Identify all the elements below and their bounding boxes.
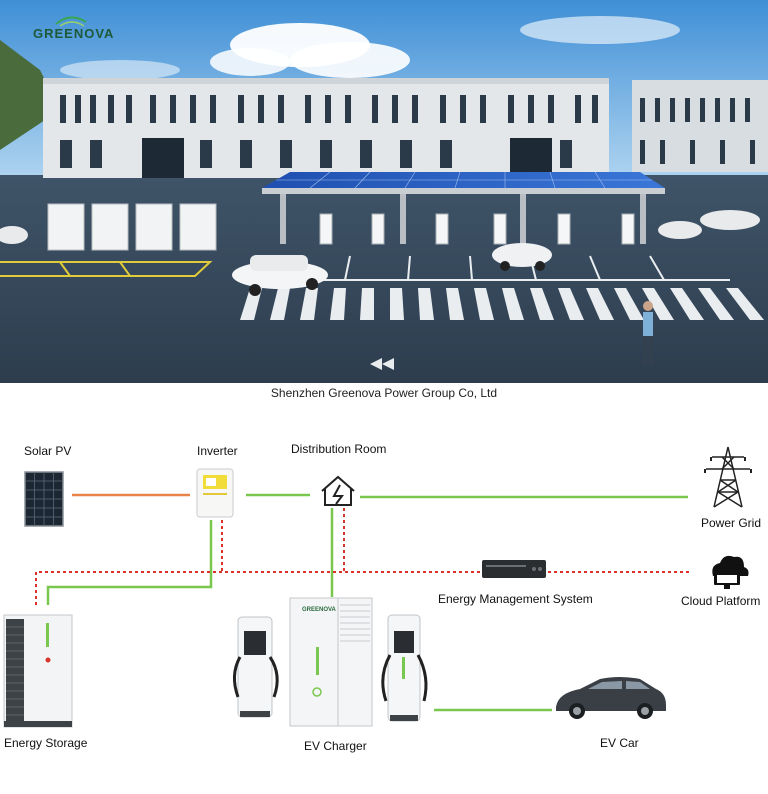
- solar-pv-icon: [24, 471, 64, 527]
- energy-system-diagram: Solar PV Inverter Distribution Room Powe…: [0, 405, 768, 794]
- energy-storage-label: Energy Storage: [4, 736, 88, 750]
- brand-logo-text: GREENOVA: [33, 26, 115, 41]
- cloud-platform-label: Cloud Platform: [681, 594, 761, 608]
- distribution-room-label: Distribution Room: [291, 442, 387, 456]
- power-grid-label: Power Grid: [701, 516, 762, 530]
- ev-charger-icon: [233, 597, 428, 727]
- ev-car-label: EV Car: [600, 736, 639, 750]
- energy-management-system-icon: [482, 560, 546, 578]
- ev-car-icon: [556, 677, 666, 719]
- ev-charger-label: EV Charger: [304, 739, 367, 753]
- company-caption: Shenzhen Greenova Power Group Co, Ltd: [270, 386, 498, 400]
- inverter-label: Inverter: [197, 444, 238, 458]
- distribution-room-icon: [321, 475, 355, 506]
- charger-brand-label: GREENOVA: [302, 607, 336, 613]
- energy-storage-icon: [3, 614, 73, 728]
- cloud-platform-icon: [712, 555, 749, 589]
- storage-data-line: [35, 571, 480, 605]
- energy-management-system-label: Energy Management System: [438, 592, 593, 606]
- inverter-icon: [196, 468, 234, 518]
- solar-pv-label: Solar PV: [24, 444, 72, 458]
- inverter-to-storage-line: [46, 520, 213, 605]
- greenova-logo: [55, 16, 87, 27]
- hero-image: GREENOVA: [0, 0, 768, 383]
- power-grid-tower-icon: [706, 446, 750, 508]
- diagram-canvas: [3, 446, 752, 728]
- charging-station-scene: [0, 0, 768, 383]
